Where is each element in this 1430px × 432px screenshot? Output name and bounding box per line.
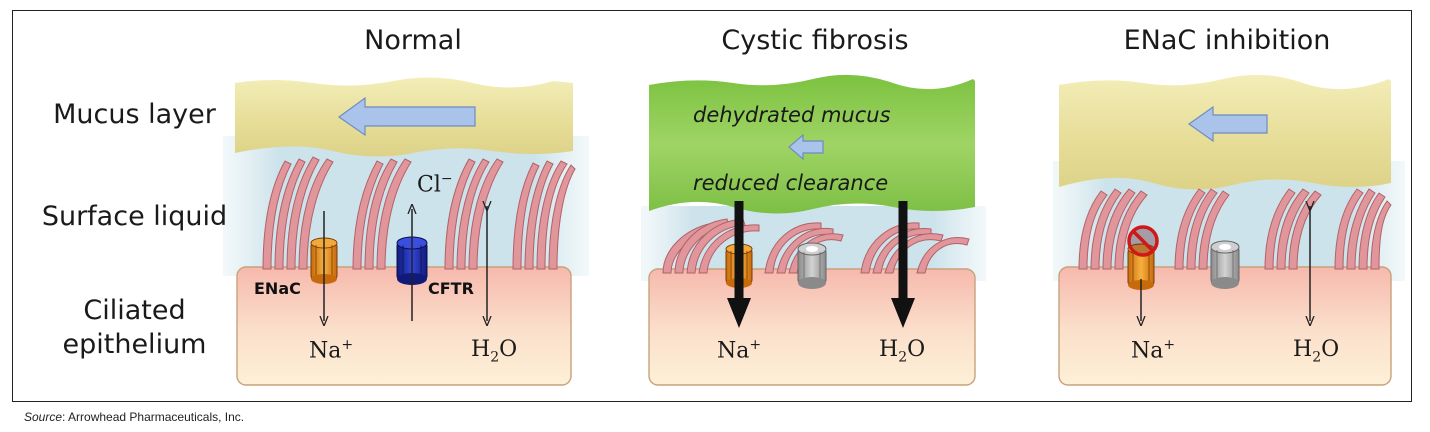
water-label: H2O: [879, 337, 926, 366]
source-credit: Source: Arrowhead Pharmaceuticals, Inc.: [24, 410, 244, 424]
reduced-clearance-label: reduced clearance: [693, 171, 889, 195]
figure-frame: Mucus layer Surface liquid Ciliated epit…: [12, 10, 1412, 402]
panel-title-cystic-fibrosis: Cystic fibrosis: [721, 25, 909, 56]
flow-arrow-icon: [1187, 105, 1268, 143]
sodium-label: Na+: [717, 337, 762, 364]
blocked-icon: [1127, 225, 1159, 257]
row-label-mucus: Mucus layer: [53, 99, 216, 130]
enac-label: ENaC: [254, 279, 301, 298]
row-label-epithelium-line2: epithelium: [62, 329, 207, 360]
source-text: : Arrowhead Pharmaceuticals, Inc.: [62, 410, 245, 424]
source-prefix: Source: [24, 410, 63, 424]
panel-title-normal: Normal: [364, 25, 462, 56]
cftr-channel-icon: [1210, 240, 1240, 289]
cilia-group: [262, 156, 576, 270]
cf-diagram: [223, 74, 1405, 386]
row-label-epithelium-line1: Ciliated: [83, 295, 186, 326]
flow-arrow-icon: [788, 133, 824, 161]
sodium-label: Na+: [309, 337, 354, 364]
flow-arrow-icon: [337, 96, 476, 137]
panel-title-enac-inhibition: ENaC inhibition: [1123, 25, 1331, 56]
cftr-channel-icon: [797, 242, 827, 289]
panel-normal: [223, 77, 589, 386]
cilia-group: [1078, 188, 1392, 270]
panel-enac-inhibition: [1053, 74, 1405, 386]
cilia-group: [662, 218, 970, 274]
sodium-label: Na+: [1131, 337, 1176, 364]
panel-cystic-fibrosis: [641, 74, 986, 386]
water-label: H2O: [1293, 337, 1340, 366]
chloride-label: Cl−: [417, 171, 453, 198]
row-label-surface-liquid: Surface liquid: [41, 201, 228, 232]
dehydrated-mucus-label: dehydrated mucus: [693, 103, 891, 127]
water-label: H2O: [471, 337, 518, 366]
cftr-label: CFTR: [428, 279, 474, 298]
